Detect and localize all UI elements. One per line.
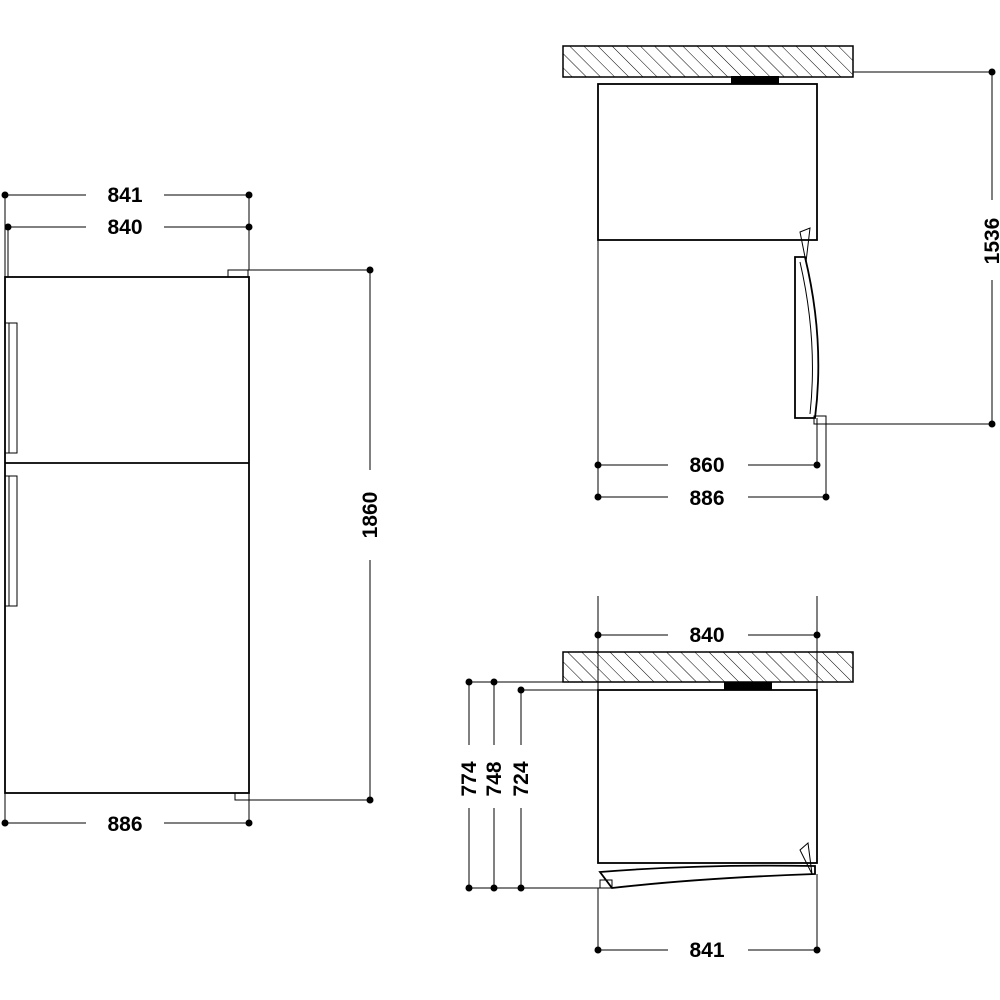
dim-side-860: 860 <box>594 454 821 477</box>
top-hinge-block <box>731 76 779 84</box>
dim-top-748-label: 748 <box>483 761 506 796</box>
dim-front-840: 840 <box>4 216 253 239</box>
wall-hatch-bottom <box>562 651 854 683</box>
top-hinge <box>227 269 249 278</box>
open-door <box>794 256 820 419</box>
fridge-front-body <box>4 276 250 794</box>
wall-hatch-top <box>562 45 854 78</box>
dim-side-886: 886 <box>594 487 830 510</box>
side-view: 1536 860 886 <box>562 45 1000 510</box>
dim-top-774: 774 <box>458 678 481 892</box>
dim-front-841-label: 841 <box>107 184 142 207</box>
dim-top-840: 840 <box>594 624 821 647</box>
dim-top-724: 724 <box>510 686 533 892</box>
dim-side-1536-label: 1536 <box>981 218 1000 265</box>
dim-front-886: 886 <box>1 793 253 836</box>
top-view: 840 774 748 724 <box>458 596 854 962</box>
top-view-door <box>598 864 816 889</box>
front-view: 841 840 1860 <box>1 184 382 836</box>
dim-front-841: 841 <box>1 184 253 207</box>
door-handle <box>799 227 811 263</box>
top-view-cabinet <box>597 689 818 864</box>
dim-top-841-label: 841 <box>689 939 724 962</box>
dim-top-841: 841 <box>594 939 821 962</box>
bottom-foot <box>234 792 250 801</box>
dim-front-886-label: 886 <box>107 813 142 836</box>
freezer-handle <box>4 322 18 454</box>
cabinet-upper <box>597 83 818 241</box>
top-view-door-handle <box>799 842 813 875</box>
dim-front-840-label: 840 <box>107 216 142 239</box>
dim-front-1860-label: 1860 <box>359 492 382 539</box>
top-view-hinge-block <box>724 682 772 690</box>
dim-side-860-label: 860 <box>689 454 724 477</box>
dim-side-1536: 1536 <box>826 68 1000 428</box>
dim-top-774-label: 774 <box>458 761 481 796</box>
dim-front-1860: 1860 <box>248 266 382 804</box>
dim-top-724-label: 724 <box>510 761 533 796</box>
dim-top-748: 748 <box>483 678 506 892</box>
fridge-handle <box>4 475 18 607</box>
dim-side-886-label: 886 <box>689 487 724 510</box>
dim-top-840-label: 840 <box>689 624 724 647</box>
